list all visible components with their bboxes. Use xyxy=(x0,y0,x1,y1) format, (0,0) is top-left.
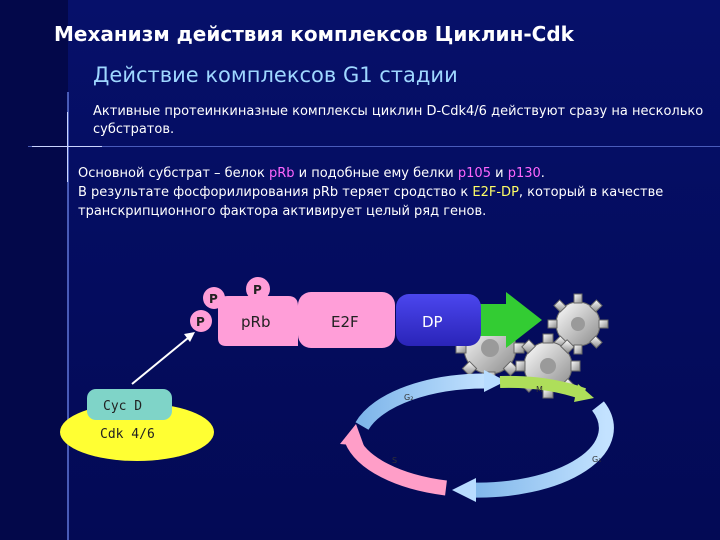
p2-text-1: Основной субстрат – белок xyxy=(78,166,269,181)
crosshair-horizontal xyxy=(32,146,102,147)
cyc-label: Cyc D xyxy=(103,399,142,414)
p2-text-3: и xyxy=(490,166,508,181)
phase-label-g2: G₂ xyxy=(404,393,413,402)
cyclin-d-box: Cyc D xyxy=(87,389,172,420)
phosphate-1: P xyxy=(246,277,270,301)
cycle-arrowhead-g2 xyxy=(484,370,506,392)
kinase-arrow xyxy=(131,332,195,385)
e2f-label: E2F xyxy=(331,313,359,331)
dp-label: DP xyxy=(422,313,443,331)
p2-p105: p105 xyxy=(457,166,491,181)
phosphate-3: P xyxy=(190,310,212,332)
paragraph-2: Основной субстрат – белок pRb и подобные… xyxy=(78,164,718,221)
p2-text-5: В результате фосфорилирования pRb теряет… xyxy=(78,185,473,200)
prb-box: pRb xyxy=(218,296,298,346)
cycle-arc-g2 xyxy=(355,373,489,431)
p2-text-6: , который в качестве транскрипционного ф… xyxy=(78,185,664,219)
cdk-label: Cdk 4/6 xyxy=(100,427,155,442)
phosphate-2-label: P xyxy=(209,292,218,306)
cycle-arc-g1 xyxy=(471,401,614,498)
dp-box: DP xyxy=(396,294,481,346)
horizontal-divider xyxy=(28,146,720,147)
cycle-arrowhead-s xyxy=(340,424,364,446)
slide-subtitle: Действие комплексов G1 стадии xyxy=(93,63,458,87)
p2-prb: pRb xyxy=(268,166,295,181)
crosshair-vertical xyxy=(67,112,68,182)
phosphate-1-label: P xyxy=(253,283,262,297)
phase-label-s: S xyxy=(392,456,397,465)
cycle-arc-s xyxy=(345,436,447,496)
cell-cycle-ring: M G₂ S G₁ xyxy=(340,370,614,502)
cycle-arrowhead-g1 xyxy=(452,478,476,502)
paragraph-1: Активные протеинкиназные комплексы цикли… xyxy=(93,104,704,137)
p2-text-4: . xyxy=(540,166,545,181)
phosphate-2: P xyxy=(203,287,225,309)
e2f-box: E2F xyxy=(298,292,395,348)
vertical-divider xyxy=(67,92,69,540)
p2-text-2: и подобные ему белки xyxy=(294,166,458,181)
phase-label-m: M xyxy=(536,385,543,394)
phase-label-g1: G₁ xyxy=(592,455,601,464)
prb-label: pRb xyxy=(241,313,270,331)
gear-icon xyxy=(547,293,609,355)
phosphate-3-label: P xyxy=(196,315,205,329)
slide-title: Механизм действия комплексов Циклин-Cdk xyxy=(54,22,574,46)
left-band xyxy=(0,0,68,540)
p2-e2fdp: E2F-DP xyxy=(472,185,519,200)
cycle-arrowhead-m xyxy=(574,384,594,402)
p2-p130: p130 xyxy=(507,166,541,181)
activation-arrow xyxy=(476,292,542,348)
